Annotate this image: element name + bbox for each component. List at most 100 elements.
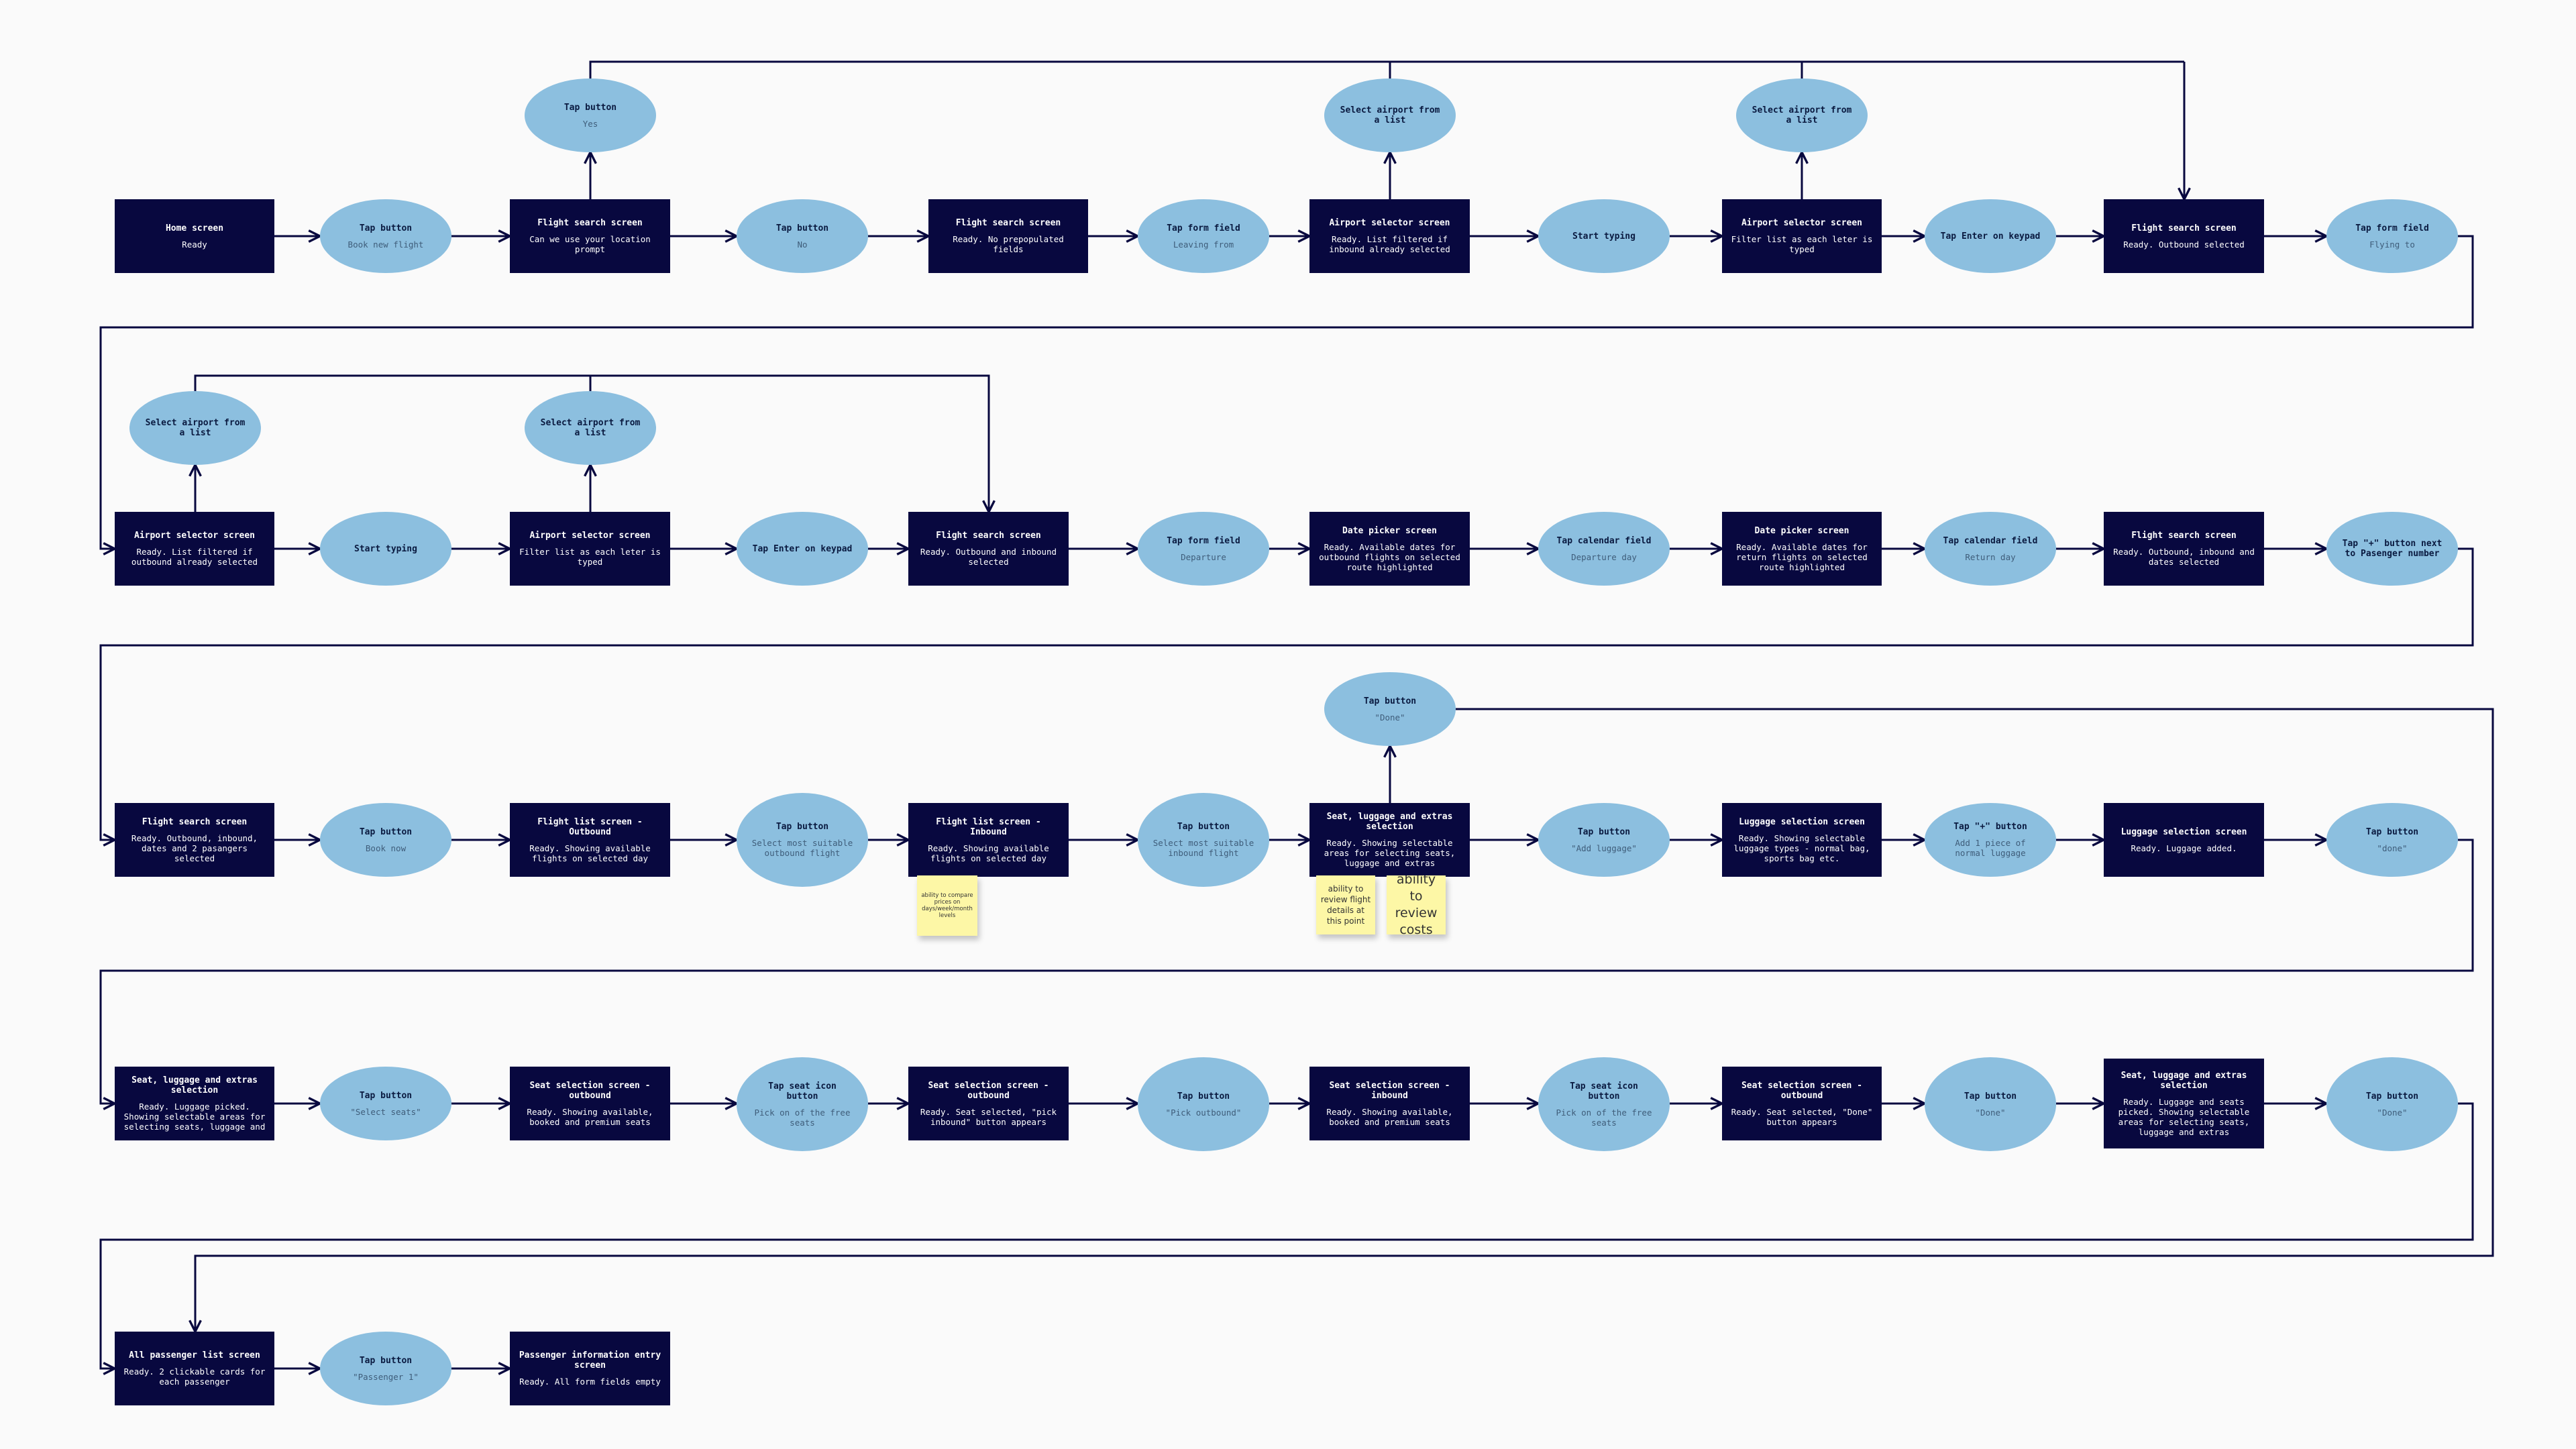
wrap-connector	[99, 1102, 2474, 1368]
loop-connector	[194, 374, 989, 512]
node-title: Date picker screen	[1342, 525, 1437, 536]
node-title: Start typing	[1572, 231, 1635, 241]
node-title: Tap calendar field	[1943, 535, 2038, 546]
node-subtitle: Yes	[582, 118, 598, 129]
node-title: Airport selector screen	[1741, 218, 1862, 228]
node-subtitle: Ready. List filtered if outbound already…	[131, 547, 258, 567]
wrap-connector	[99, 235, 2474, 549]
node-title: Tap form field	[1167, 535, 1240, 546]
node-title: Tap calendar field	[1556, 535, 1652, 546]
action-tap-select-seats[interactable]: Tap button"Select seats"	[320, 1067, 451, 1140]
node-subtitle: Ready. No prepopulated fields	[953, 234, 1064, 254]
action-select-airport-list[interactable]: Select airport from a list	[1736, 78, 1868, 152]
action-tap-enter-keypad[interactable]: Tap Enter on keypad	[737, 512, 868, 586]
node-title: Tap button	[775, 223, 829, 233]
node-title: Tap button	[1577, 826, 1631, 837]
node-title: Flight search screen	[955, 218, 1061, 228]
node-subtitle: Ready. All form fields empty	[519, 1377, 661, 1387]
action-tap-done-luggage[interactable]: Tap button"done"	[2326, 803, 2458, 877]
node-title: Seat, luggage and extras selection	[2121, 1070, 2247, 1091]
node-title: Select airport from a list	[1340, 105, 1440, 125]
node-title: Home screen	[165, 223, 224, 233]
node-title: Airport selector screen	[529, 531, 651, 541]
node-subtitle: Ready. Luggage and seats picked. Showing…	[2118, 1096, 2250, 1137]
node-subtitle: "Add luggage"	[1571, 843, 1637, 853]
node-subtitle: No	[797, 239, 808, 250]
node-title: Flight list screen - Outbound	[537, 816, 643, 837]
action-select-airport-list[interactable]: Select airport from a list	[1324, 78, 1456, 152]
sticky-note-text: ability to review costs	[1395, 875, 1438, 934]
action-tap-done-seats[interactable]: Tap button"Done"	[1925, 1057, 2056, 1151]
node-subtitle: Book now	[365, 843, 407, 853]
node-title: Seat selection screen - outbound	[928, 1080, 1049, 1101]
node-title: Select airport from a list	[540, 418, 641, 438]
action-tap-add-luggage[interactable]: Tap button "Add luggage"	[1538, 803, 1670, 877]
node-title: Luggage selection screen	[1739, 816, 1865, 827]
node-subtitle: "Pick outbound"	[1165, 1107, 1242, 1118]
node-title: Seat selection screen - inbound	[1329, 1080, 1450, 1101]
action-tap-enter-keypad[interactable]: Tap Enter on keypad	[1925, 199, 2056, 273]
node-subtitle: "Passenger 1"	[353, 1371, 419, 1382]
node-subtitle: Ready. Showing available, booked and pre…	[527, 1106, 653, 1127]
action-start-typing[interactable]: Start typing	[1538, 199, 1670, 273]
node-subtitle: Ready. Seat selected, "Done" button appe…	[1731, 1106, 1873, 1127]
action-tap-pick-outbound[interactable]: Tap button"Pick outbound"	[1138, 1057, 1269, 1151]
node-title: Seat selection screen - outbound	[1741, 1080, 1862, 1101]
action-start-typing[interactable]: Start typing	[320, 512, 451, 586]
action-tap-passenger-1[interactable]: Tap button "Passenger 1"	[320, 1332, 451, 1405]
action-tap-plus-passenger[interactable]: Tap "+" button next to Pasenger number	[2326, 512, 2458, 586]
node-title: Flight search screen	[142, 816, 248, 827]
node-title: Tap button	[359, 826, 413, 837]
node-subtitle: Select most suitable inbound flight	[1152, 838, 1254, 858]
action-tap-done[interactable]: Tap button"Done"	[1324, 672, 1456, 746]
wrap-connector	[99, 839, 2474, 1104]
node-subtitle: Select most suitable outbound flight	[751, 838, 853, 858]
node-title: Tap button	[1177, 822, 1230, 832]
node-subtitle: Flying to	[2369, 239, 2415, 250]
action-tap-done-final[interactable]: Tap button"Done"	[2326, 1057, 2458, 1151]
action-select-airport-list[interactable]: Select airport from a list	[525, 391, 656, 465]
node-title: Tap button	[359, 1355, 413, 1366]
action-select-airport-list[interactable]: Select airport from a list	[129, 391, 261, 465]
